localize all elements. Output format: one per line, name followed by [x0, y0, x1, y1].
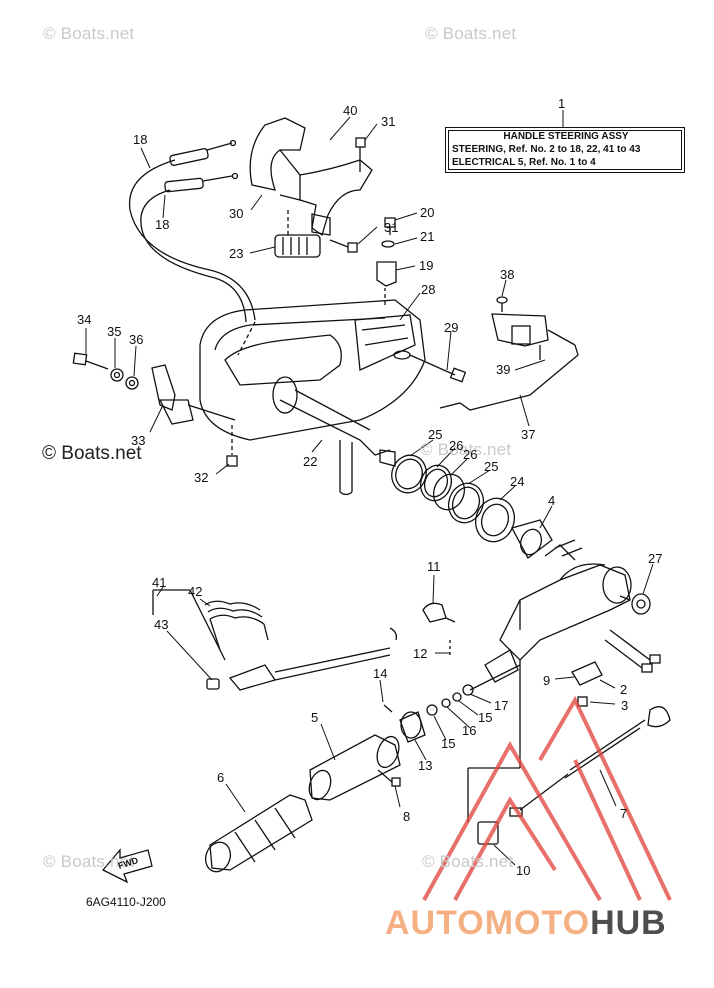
bolts-upper — [329, 137, 397, 287]
callout-22: 22 — [303, 454, 318, 469]
callout-18a: 18 — [133, 132, 148, 147]
callout-32: 32 — [194, 470, 209, 485]
callout-13: 13 — [418, 758, 433, 773]
callout-39: 39 — [496, 362, 511, 377]
watermark: © Boats.net — [422, 852, 514, 871]
callout-19: 19 — [419, 258, 434, 273]
callout-3: 3 — [621, 698, 629, 713]
callout-41: 41 — [152, 575, 167, 590]
callout-31a: 31 — [381, 114, 396, 129]
callout-17: 17 — [494, 698, 509, 713]
callout-34: 34 — [77, 312, 92, 327]
callout-15b: 15 — [478, 710, 493, 725]
brand-triangle-logo — [422, 695, 672, 902]
callout-37: 37 — [521, 427, 536, 442]
stop-switch-assembly — [439, 296, 579, 411]
leader-lines — [85, 110, 654, 866]
legend-title: HANDLE STEERING ASSY — [503, 131, 629, 142]
callout-30: 30 — [229, 206, 244, 221]
assembly-legend-box: HANDLE STEERING ASSY STEERING, Ref. No. … — [445, 127, 685, 173]
diagram-code: 6AG4110-J200 — [86, 895, 166, 909]
bushing-rings — [391, 454, 553, 559]
upper-bracket — [249, 117, 373, 258]
throttle-cables — [128, 139, 256, 323]
steering-bracket-housing — [199, 288, 467, 496]
callout-43: 43 — [154, 617, 169, 632]
watermark: © Boats.net — [43, 24, 135, 43]
callout-25a: 25 — [428, 427, 443, 442]
callout-10: 10 — [516, 863, 531, 878]
callout-15a: 15 — [441, 736, 456, 751]
lanyard-assembly — [152, 589, 398, 691]
callout-40: 40 — [343, 103, 358, 118]
watermark: © Boats.net — [43, 852, 135, 871]
watermark: © Boats.net — [42, 443, 142, 464]
bolt-32 — [226, 425, 238, 467]
callout-25b: 25 — [484, 459, 499, 474]
callout-35: 35 — [107, 324, 122, 339]
callout-21: 21 — [420, 229, 435, 244]
left-bolt-set — [72, 352, 236, 425]
callout-2: 2 — [620, 682, 628, 697]
brand-part-1: AUTOMOTO — [385, 904, 591, 942]
watermark: © Boats.net — [425, 24, 517, 43]
callout-24: 24 — [510, 474, 525, 489]
steering-handle-body — [484, 539, 661, 707]
fwd-arrow-icon — [101, 848, 153, 884]
legend-line-1: STEERING, Ref. No. 2 to 18, 22, 41 to 43 — [452, 144, 641, 155]
callout-31b: 31 — [384, 220, 399, 235]
callout-1: 1 — [558, 96, 566, 111]
callout-27: 27 — [648, 551, 663, 566]
callout-20: 20 — [420, 205, 435, 220]
callout-29: 29 — [444, 320, 459, 335]
callout-26a: 26 — [449, 438, 464, 453]
callout-7: 7 — [620, 806, 628, 821]
callout-36: 36 — [129, 332, 144, 347]
callout-38: 38 — [500, 267, 515, 282]
throttle-cable-7 — [467, 660, 671, 845]
callout-11: 11 — [427, 559, 441, 574]
stop-switch-11 — [422, 602, 456, 655]
callout-28: 28 — [421, 282, 436, 297]
callout-12: 12 — [413, 646, 428, 661]
brand-part-2: HUB — [590, 904, 667, 942]
callout-14: 14 — [373, 666, 388, 681]
callout-33: 33 — [131, 433, 146, 448]
callout-5: 5 — [311, 710, 319, 725]
callout-6: 6 — [217, 770, 225, 785]
callout-4: 4 — [548, 493, 556, 508]
callout-9: 9 — [543, 673, 551, 688]
throttle-grip-components — [204, 664, 521, 873]
callout-18b: 18 — [155, 217, 170, 232]
brand-wordmark: AUTOMOTOHUB — [385, 906, 667, 940]
callout-42: 42 — [188, 584, 203, 599]
callout-16: 16 — [462, 723, 477, 738]
callout-26b: 26 — [463, 447, 478, 462]
callout-23: 23 — [229, 246, 244, 261]
legend-line-2: ELECTRICAL 5, Ref. No. 1 to 4 — [452, 157, 596, 168]
watermark: © Boats.net — [420, 440, 512, 459]
callout-8: 8 — [403, 809, 411, 824]
